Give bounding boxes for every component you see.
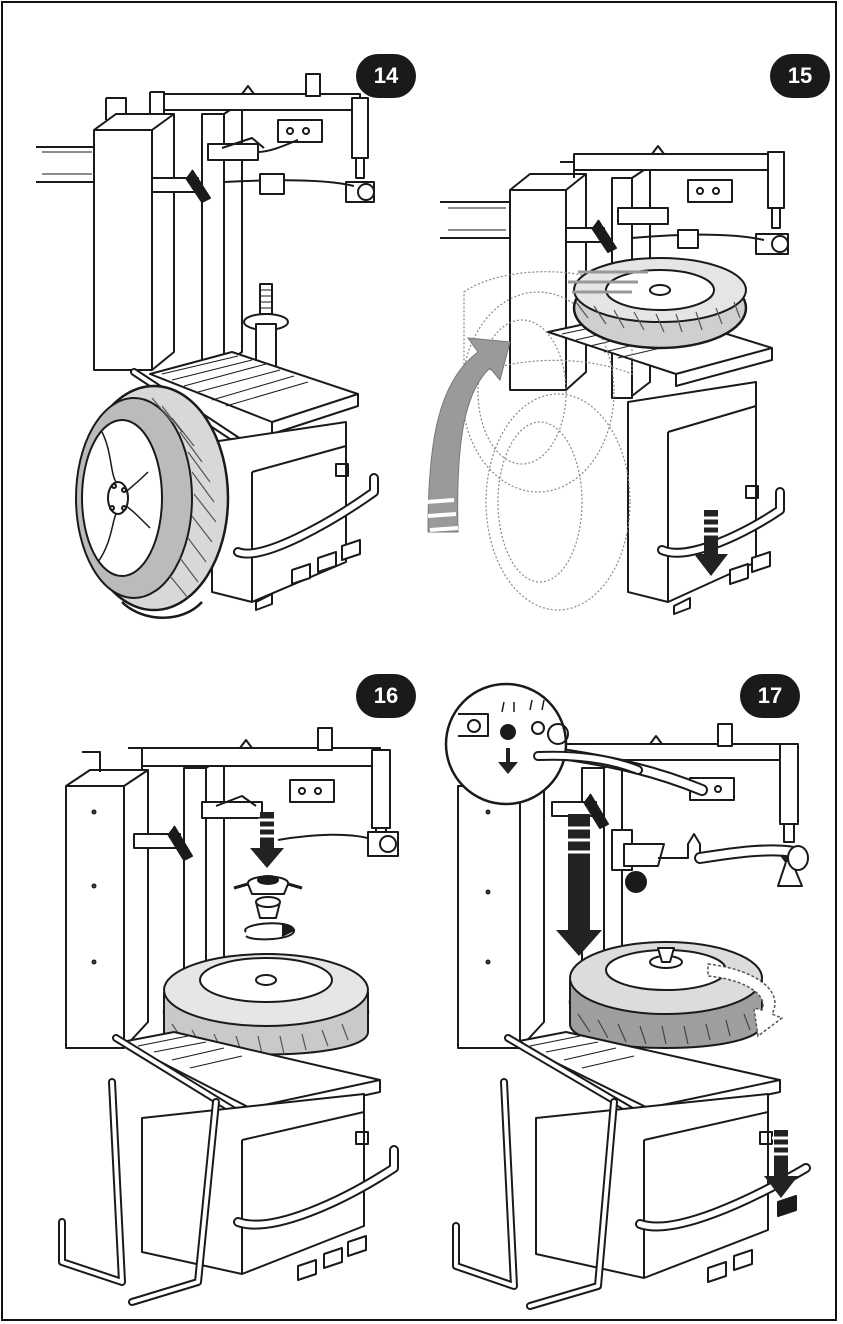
illustration-lowering-mount-head	[444, 682, 811, 1310]
panel-step-14: 14	[2, 2, 422, 662]
panel-step-17: 17	[418, 662, 838, 1322]
illustration-tyre-changer-wheel-standing	[36, 73, 379, 619]
step-badge-17: 17	[740, 674, 800, 718]
panel-step-15: 15	[418, 2, 838, 662]
panel-step-16: 16	[2, 662, 422, 1322]
illustration-wheel-lifted-onto-turntable	[425, 145, 789, 615]
step-badge-16: 16	[356, 674, 416, 718]
illustration-locking-wheel-with-cone	[58, 727, 399, 1306]
step-badge-15: 15	[770, 54, 830, 98]
step-badge-14: 14	[356, 54, 416, 98]
